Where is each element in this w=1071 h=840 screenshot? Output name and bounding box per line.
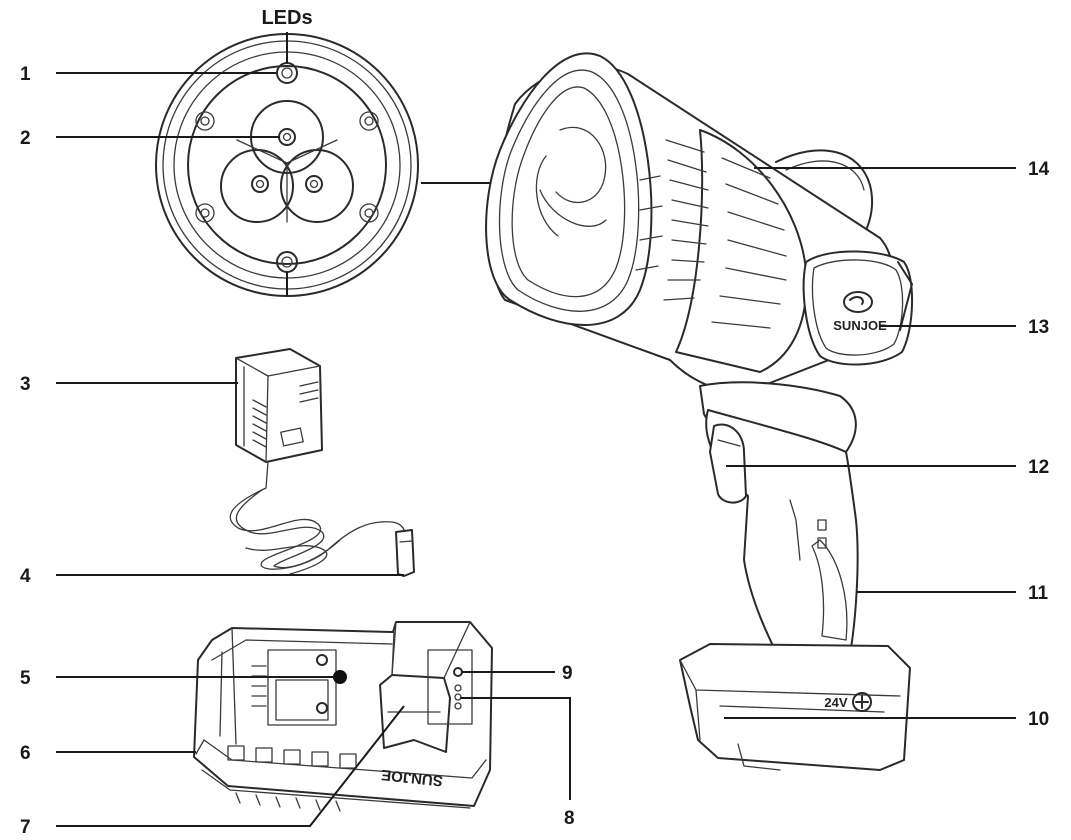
battery-release-button [379,674,451,753]
leader-lines [56,72,1016,827]
grip [811,539,848,641]
led-left [251,175,269,193]
screw-upper-right [359,111,379,131]
callout-7: 7 [20,817,31,838]
callout-4: 4 [20,566,31,587]
charge-led-3 [454,702,462,710]
battery-pack: SUNJOE [193,621,493,812]
sun-joe-logo: SUNJOE [833,291,887,333]
callout-2: 2 [20,128,31,149]
battery-interface-base [679,643,911,771]
screw-upper-left [195,111,215,131]
logo-text: SUNJOE [833,318,887,333]
screw-lower-left [195,203,215,223]
callout-numbers: 1 2 3 4 5 6 7 8 9 10 11 12 13 14 [20,64,1050,838]
led-reflector [220,100,354,223]
callout-14: 14 [1028,159,1050,180]
cooling-fins [635,139,787,329]
callout-3: 3 [20,374,31,395]
voltage-badge: 24V [824,692,872,712]
callout-12: 12 [1028,457,1049,478]
plus-circle-icon [852,692,872,712]
trigger [709,423,747,504]
screw-lower-right [359,203,379,223]
battery-brand-text: SUNJOE [380,766,443,789]
bumper-ridges [227,745,357,812]
charge-led-1 [454,684,462,692]
spotlight-unit: SUNJOE 24V [485,52,913,771]
callout-1: 1 [20,64,31,85]
callout-9: 9 [562,663,573,684]
diagram-title: LEDs [261,7,312,29]
screw-bottom [276,251,298,273]
battery-terminal [333,670,347,684]
callout-8: 8 [564,808,575,829]
callout-6: 6 [20,743,31,764]
charger-vents [252,381,319,448]
led-right [305,175,323,193]
callout-11: 11 [1028,583,1049,604]
logo-plate [802,250,913,366]
ac-charger [229,348,415,577]
callout-13: 13 [1028,317,1049,338]
led-center [278,128,296,146]
voltage-text: 24V [824,695,847,710]
sun-joe-swoosh-icon [843,291,873,313]
led-front-view [155,32,490,297]
callout-5: 5 [20,668,31,689]
callout-10: 10 [1028,709,1049,730]
